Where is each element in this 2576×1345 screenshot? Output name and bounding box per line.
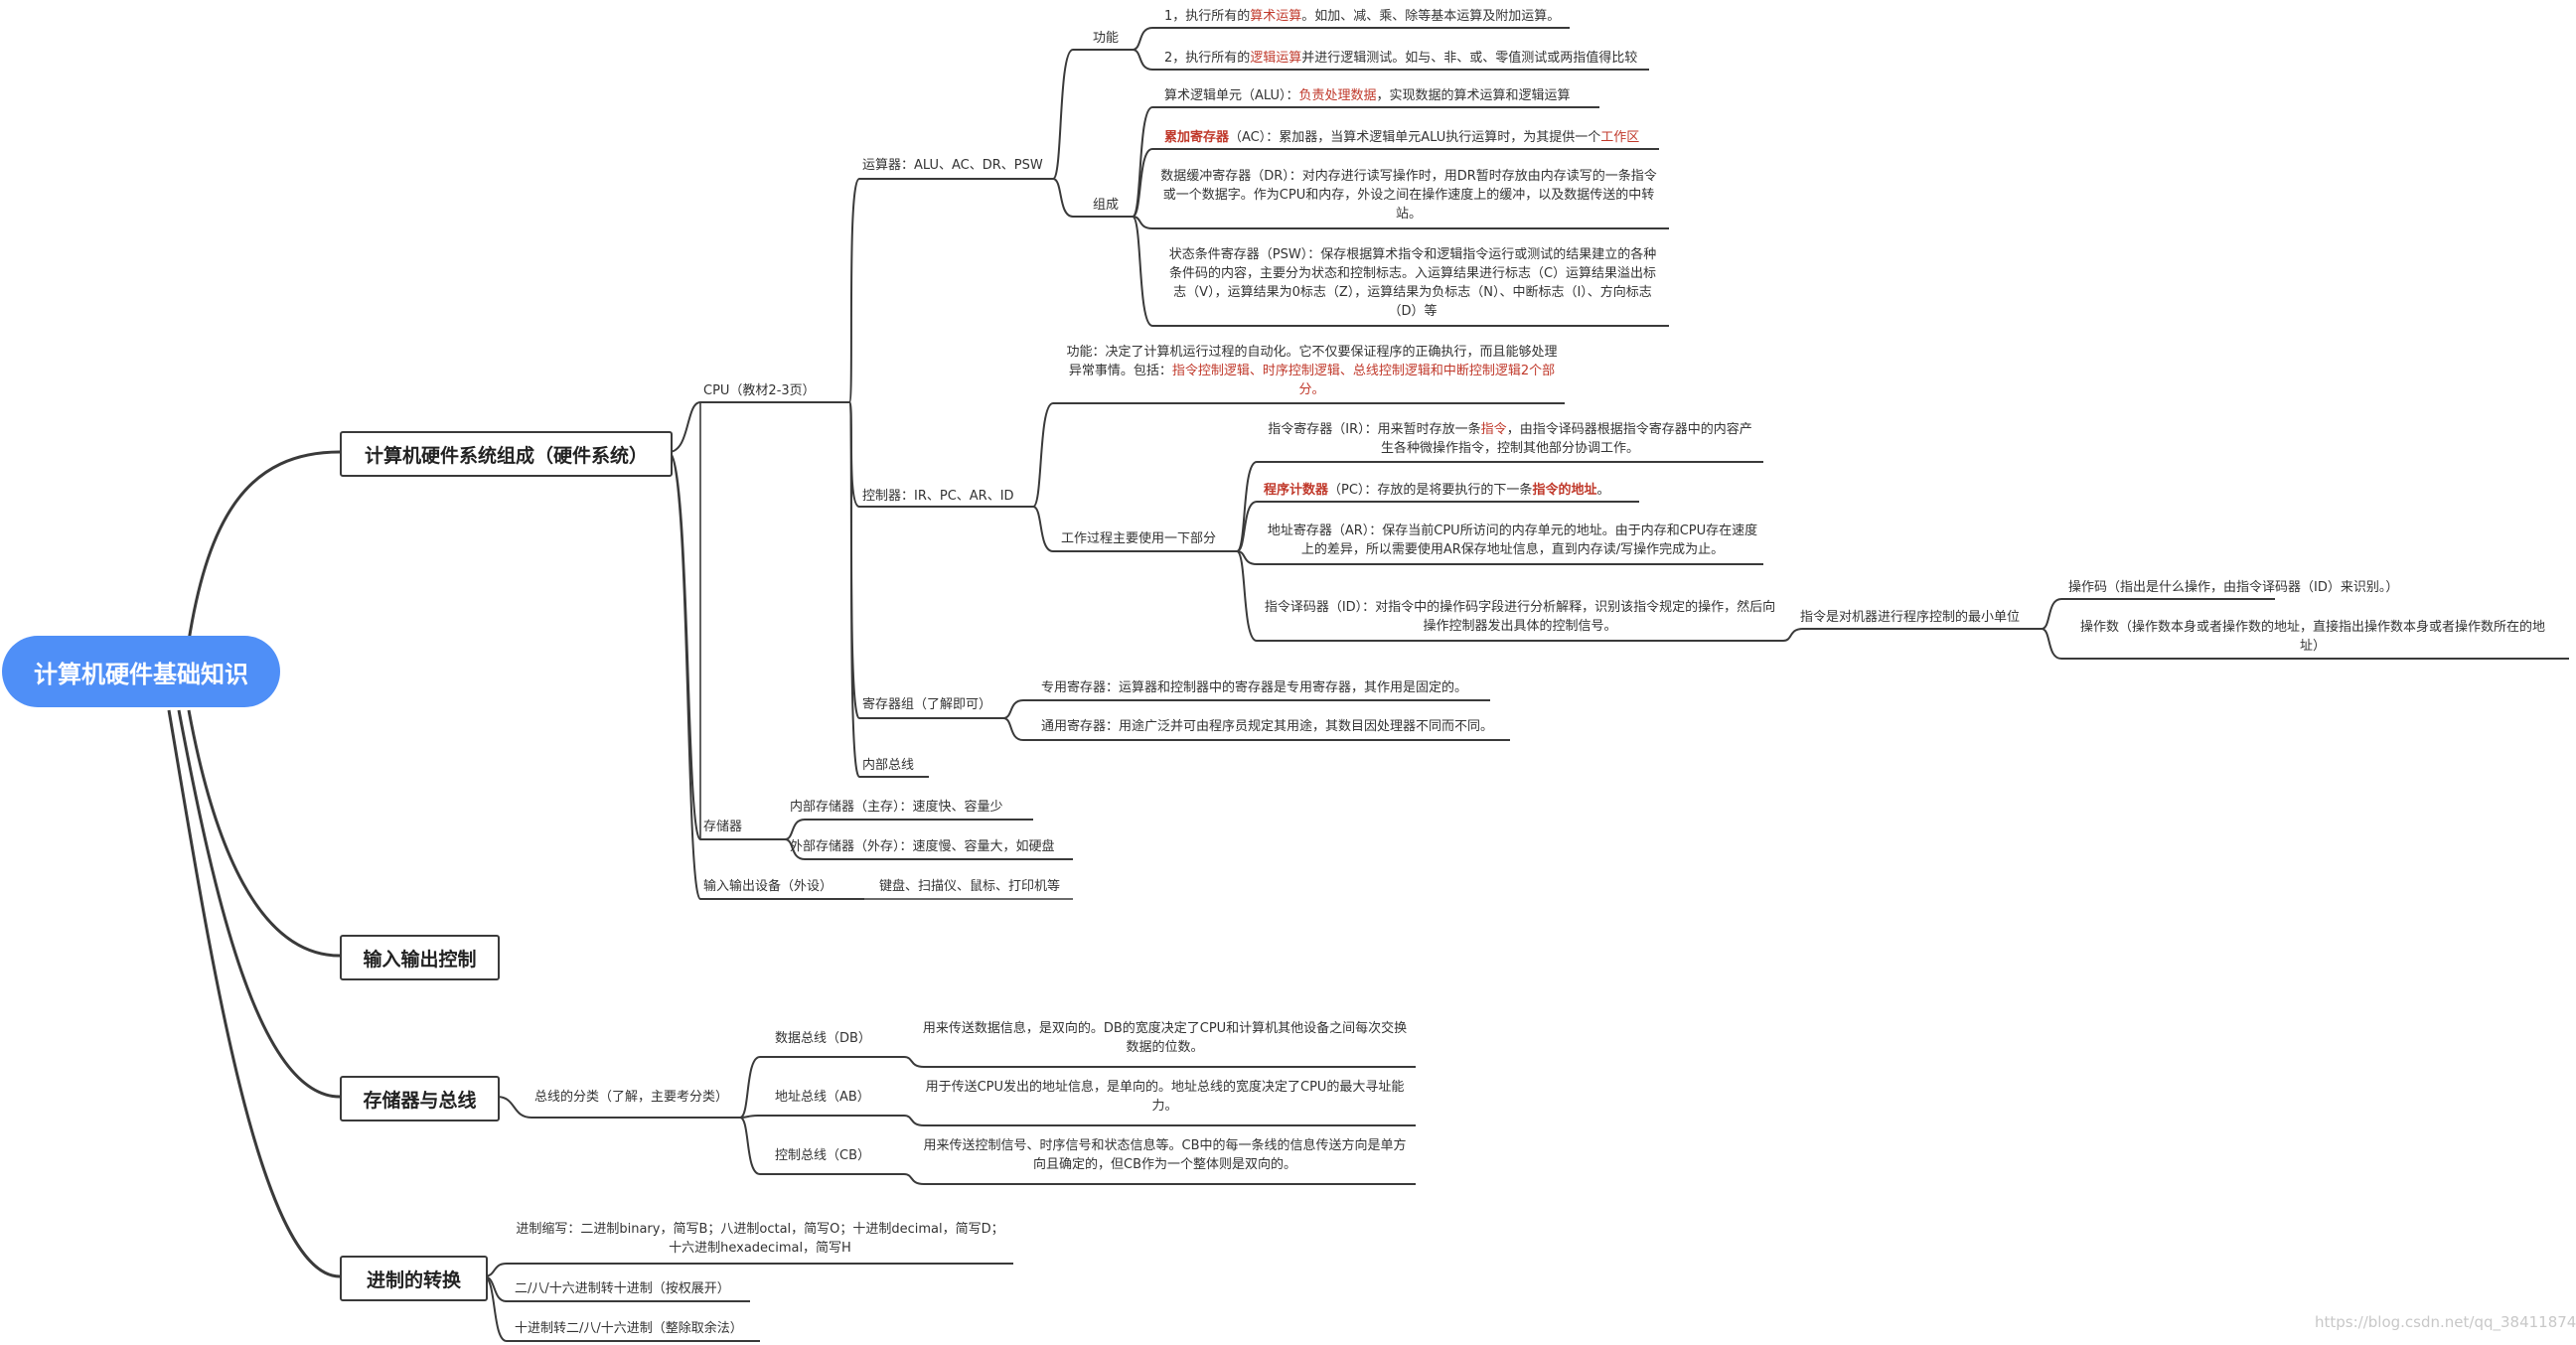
id-item: 指令译码器（ID）：对指令中的操作码字段进行分析解释，识别该指令规定的操作，然后… (1264, 600, 1776, 634)
peripheral-node[interactable]: 输入输出设备（外设） (703, 879, 833, 894)
psw-item: 状态条件寄存器（PSW）：保存根据算术指令和逻辑指令运行或测试的结果建立的各种条… (1168, 247, 1657, 319)
general-register-item: 通用寄存器：用途广泛并可由程序员规定其用途，其数目因处理器不同而不同。 (1041, 719, 1494, 734)
address-bus-node[interactable]: 地址总线（AB） (775, 1090, 870, 1105)
io-control-node[interactable]: 输入输出控制 (340, 935, 500, 980)
alu-function-1: 1，执行所有的算术运算。如加、减、乘、除等基本运算及附加运算。 (1164, 9, 1561, 24)
operand-item: 操作数（操作数本身或者操作数的地址，直接指出操作数本身或者操作数所在的地址） (2079, 620, 2545, 654)
work-process-node[interactable]: 工作过程主要使用一下部分 (1061, 531, 1217, 546)
register-group-node[interactable]: 寄存器组（了解即可） (862, 697, 992, 712)
ar-item: 地址寄存器（AR）：保存当前CPU所访问的内存单元的地址。由于内存和CPU存在速… (1267, 523, 1758, 557)
hardware-node[interactable]: 计算机硬件系统组成（硬件系统） (340, 431, 673, 477)
internal-memory-item: 内部存储器（主存）：速度快、容量少 (790, 800, 1003, 815)
number-system-node[interactable]: 进制的转换 (340, 1256, 488, 1301)
dr-item: 数据缓冲寄存器（DR）：对内存进行读写操作时，用DR暂时存放由内存读写的一条指令… (1160, 169, 1657, 222)
data-bus-desc: 用来传送数据信息，是双向的。DB的宽度决定了CPU和计算机其他设备之间每次交换数… (922, 1021, 1408, 1055)
pc-item: 程序计数器（PC）：存放的是将要执行的下一条指令的地址。 (1264, 483, 1610, 498)
bus-types-node[interactable]: 总线的分类（了解，主要考分类） (534, 1090, 729, 1105)
address-bus-desc: 用于传送CPU发出的地址信息，是单向的。地址总线的宽度决定了CPU的最大寻址能力… (925, 1080, 1405, 1114)
alu-function-node[interactable]: 功能 (1093, 31, 1120, 46)
special-register-item: 专用寄存器：运算器和控制器中的寄存器是专用寄存器，其作用是固定的。 (1041, 680, 1468, 695)
to-decimal-item: 二/八/十六进制转十进制（按权展开） (515, 1281, 730, 1296)
memory-node[interactable]: 存储器 (703, 820, 743, 834)
peripheral-devices-item: 键盘、扫描仪、鼠标、打印机等 (879, 879, 1061, 894)
alu-function-2: 2，执行所有的逻辑运算并进行逻辑测试。如与、非、或、零值测试或两指值得比较 (1164, 51, 1638, 66)
ir-item: 指令寄存器（IR）：用来暂时存放一条指令，由指令译码器根据指令寄存器中的内容产生… (1268, 422, 1752, 456)
external-memory-item: 外部存储器（外存）：速度慢、容量大，如硬盘 (790, 839, 1055, 854)
control-bus-desc: 用来传送控制信号、时序信号和状态信息等。CB中的每一条线的信息传送方向是单方向且… (923, 1138, 1407, 1172)
alu-composition-node[interactable]: 组成 (1093, 198, 1120, 213)
internal-bus-node[interactable]: 内部总线 (862, 758, 915, 773)
control-bus-node[interactable]: 控制总线（CB） (775, 1148, 870, 1163)
storage-bus-node[interactable]: 存储器与总线 (340, 1076, 500, 1121)
watermark: https://blog.csdn.net/qq_38411874 (2315, 1313, 2576, 1331)
data-bus-node[interactable]: 数据总线（DB） (775, 1031, 871, 1046)
instruction-node[interactable]: 指令是对机器进行程序控制的最小单位 (1800, 610, 2021, 625)
opcode-item: 操作码（指出是什么操作，由指令译码器（ID）来识别。） (2068, 580, 2399, 595)
ac-item: 累加寄存器（AC）：累加器，当算术逻辑单元ALU执行运算时，为其提供一个工作区 (1164, 130, 1640, 145)
root-node[interactable]: 计算机硬件基础知识 (2, 636, 280, 707)
alu-group-node[interactable]: 运算器：ALU、AC、DR、PSW (862, 158, 1043, 173)
controller-function: 功能：决定了计算机运行过程的自动化。它不仅要保证程序的正确执行，而且能够处理异常… (1066, 345, 1558, 397)
controller-node[interactable]: 控制器：IR、PC、AR、ID (862, 489, 1014, 504)
conversion-abbr-item: 进制缩写：二进制binary，简写B；八进制octal，简写O；十进制decim… (516, 1222, 1004, 1256)
from-decimal-item: 十进制转二/八/十六进制（整除取余法） (515, 1321, 743, 1336)
cpu-node[interactable]: CPU（教材2-3页） (703, 383, 816, 398)
alu-unit-item: 算术逻辑单元（ALU）：负责处理数据，实现数据的算术运算和逻辑运算 (1164, 88, 1571, 103)
